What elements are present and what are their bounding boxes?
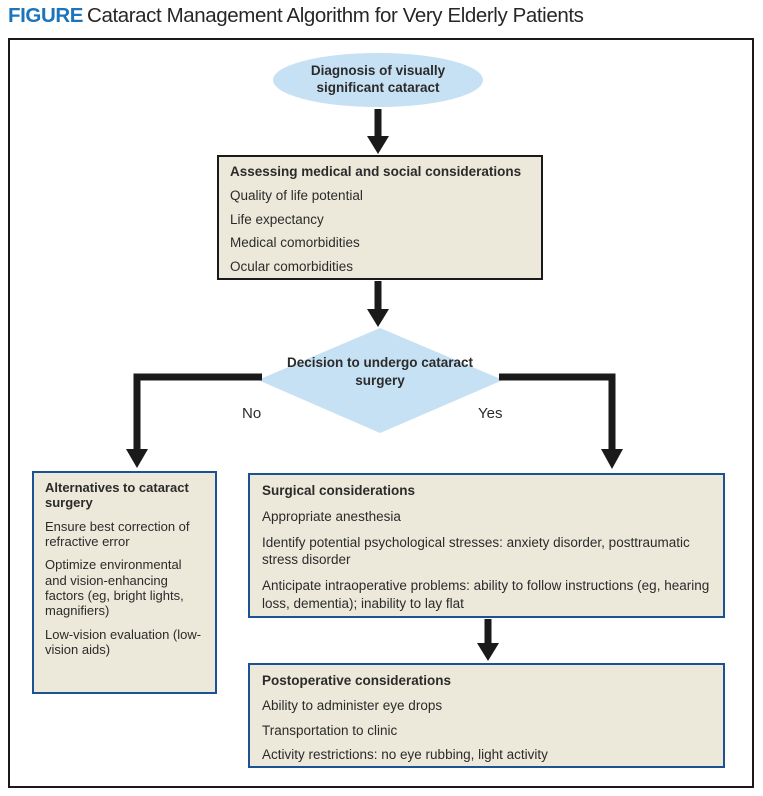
node-surgical: Surgical considerations Appropriate anes… [248,473,725,618]
postoperative-item: Activity restrictions: no eye rubbing, l… [262,747,548,763]
node-assessing: Assessing medical and social considerati… [217,155,543,280]
figure-title-text: Cataract Management Algorithm for Very E… [87,4,584,27]
alternatives-item: Optimize environmental and vision-enhanc… [45,557,184,619]
branch-label-no: No [242,405,262,422]
postoperative-title: Postoperative considerations [262,673,452,688]
assessing-item: Quality of life potential [230,187,363,203]
postoperative-item: Transportation to clinic [262,722,398,738]
node-diagnosis: Diagnosis of visually significant catara… [273,53,483,107]
node-diagnosis-text: Diagnosis of visually significant catara… [310,63,446,95]
surgical-item: Identify potential psychological stresse… [262,534,690,568]
assessing-item: Ocular comorbidities [230,259,354,275]
alternatives-item: Low-vision evaluation (low-vision aids) [45,626,202,657]
node-alternatives: Alternatives to cataract surgery Ensure … [32,471,217,694]
surgical-item: Appropriate anesthesia [262,508,401,524]
figure-label: FIGURE [8,4,84,27]
postoperative-item: Ability to administer eye drops [262,697,443,713]
node-postoperative: Postoperative considerations Ability to … [248,663,725,768]
surgical-title: Surgical considerations [262,483,416,498]
surgical-item: Anticipate intraoperative problems: abil… [262,578,710,612]
branch-label-yes: Yes [478,405,503,422]
node-decision-text: Decision to undergo cataract surgery [286,355,474,388]
assessing-item: Medical comorbidities [230,235,360,251]
alternatives-title: Alternatives to cataract surgery [45,480,189,511]
assessing-item: Life expectancy [230,211,324,227]
alternatives-item: Ensure best correction of refractive err… [45,518,190,549]
assessing-title: Assessing medical and social considerati… [230,164,522,179]
